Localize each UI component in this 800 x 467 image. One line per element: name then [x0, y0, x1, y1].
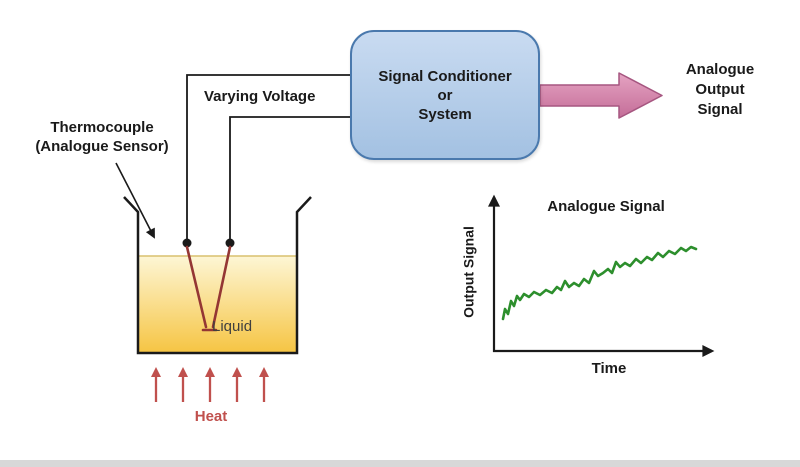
thermocouple-label-line1: Thermocouple — [50, 119, 154, 136]
graph-title: Analogue Signal — [547, 198, 665, 215]
graph-x-axis-label: Time — [591, 360, 627, 377]
varying-voltage-label: Varying Voltage — [204, 88, 316, 105]
output-arrow — [539, 72, 663, 119]
signal-box-line2: or — [437, 86, 453, 104]
wire-right — [229, 116, 350, 242]
thermocouple-pointer-arrow — [115, 162, 155, 239]
thermocouple-label-line2: (Analogue Sensor) — [35, 138, 169, 155]
thermocouple-wire-right — [211, 245, 232, 329]
analogue-signal-curve — [501, 245, 698, 321]
thermocouple-label: Thermocouple (Analogue Sensor) — [22, 118, 182, 156]
signal-box-line3: System — [418, 105, 472, 123]
heat-label: Heat — [194, 408, 228, 425]
wire-left — [186, 74, 350, 242]
signal-box-line1: Signal Conditioner — [378, 67, 512, 85]
analogue-output-line3: Signal — [697, 101, 743, 118]
signal-conditioner-box: Signal Conditioner or System — [350, 30, 540, 160]
thermocouple-wire-left — [185, 245, 208, 329]
analogue-output-label: Analogue Output Signal — [672, 60, 768, 120]
graph-y-axis-label: Output Signal — [460, 226, 477, 318]
beaker-outline — [123, 196, 312, 355]
bottom-edge-strip — [0, 460, 800, 467]
wire-junction-dot-left — [182, 238, 192, 248]
analogue-output-line2: Output — [695, 81, 745, 98]
liquid-label: Liquid — [212, 318, 253, 335]
analogue-output-line1: Analogue — [685, 61, 755, 78]
wire-junction-dot-right — [225, 238, 235, 248]
